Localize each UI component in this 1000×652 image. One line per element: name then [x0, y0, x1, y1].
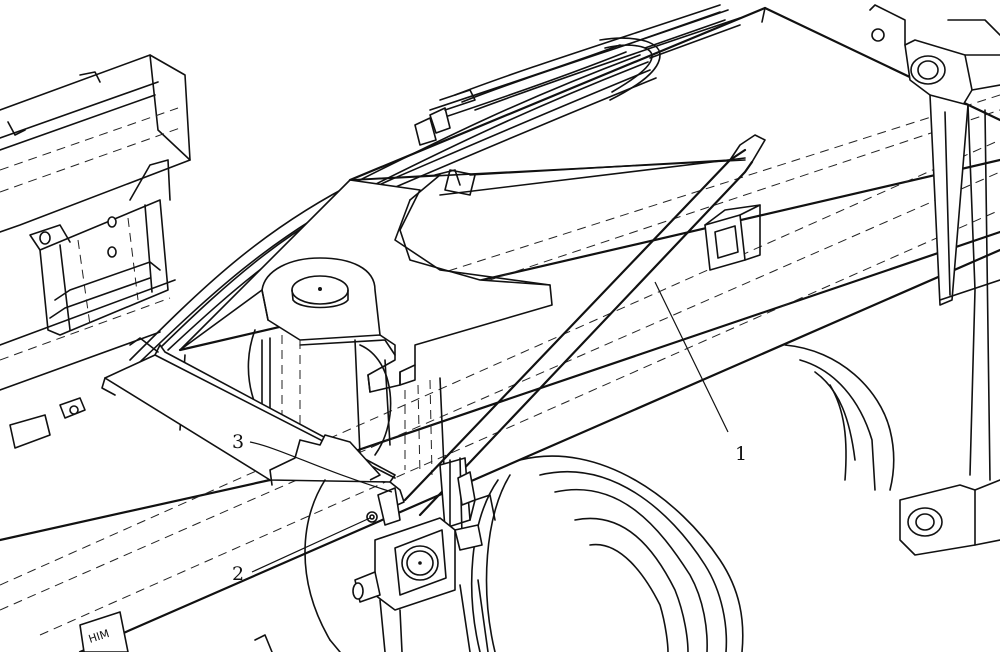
- right-hanger-upper: [869, 4, 1000, 481]
- callout-2-label: 2: [232, 563, 244, 585]
- valve-assembly: [352, 457, 496, 652]
- left-cross-member: [0, 54, 191, 233]
- clamp-plate: [101, 337, 396, 486]
- plate-text: HIM: [87, 627, 111, 646]
- tire: [470, 455, 744, 652]
- callout-2: 2: [232, 517, 371, 585]
- bolster-mount: [179, 174, 553, 393]
- right-lower-shock: [784, 279, 1000, 556]
- hose-bundle: [129, 4, 741, 363]
- main-frame-beam: [0, 6, 1000, 652]
- reaction-rod: [354, 134, 766, 517]
- callout-1: 1: [654, 281, 747, 465]
- left-lower-beam: [0, 279, 176, 449]
- callout-1-label: 1: [735, 443, 747, 465]
- beam-cutout: HIM: [79, 479, 341, 652]
- callout-3: 3: [232, 431, 393, 493]
- callout-3-label: 3: [232, 431, 244, 453]
- square-bracket: [704, 204, 761, 271]
- left-bracket-plate: [29, 159, 171, 336]
